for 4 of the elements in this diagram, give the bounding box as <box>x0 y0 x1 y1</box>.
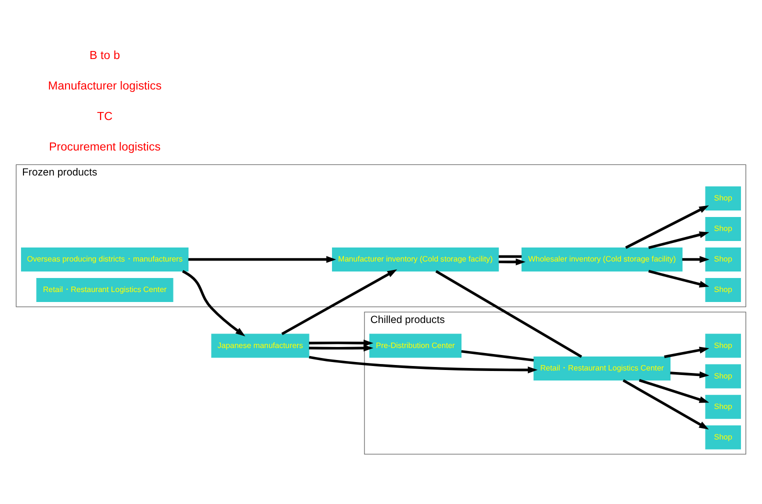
label: TC <box>97 110 113 124</box>
label: B to b <box>90 49 120 62</box>
label: Manufacturer logistics <box>48 80 162 93</box>
label: Procurement logistics <box>49 140 161 154</box>
